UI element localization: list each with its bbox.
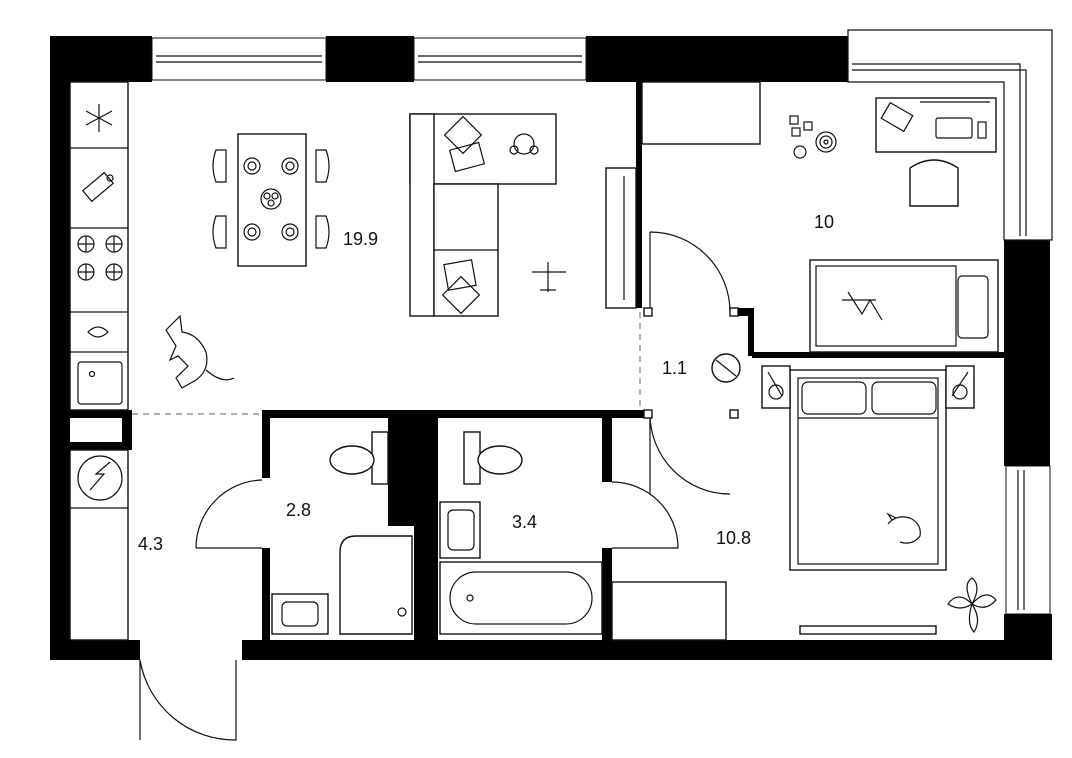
area-label-bathroom: 3.4 xyxy=(512,512,537,532)
bathtub xyxy=(439,561,603,635)
wardrobe-kids xyxy=(641,81,761,145)
wardrobe-bedroom xyxy=(611,581,727,641)
tv-stand xyxy=(605,167,637,309)
kitchen-counter xyxy=(69,81,129,411)
desk xyxy=(875,97,997,153)
window-right xyxy=(1005,465,1051,615)
nightstand-left xyxy=(761,365,791,409)
toilet-wc xyxy=(329,431,389,485)
window-top-left xyxy=(151,37,327,81)
toy-blocks-icon xyxy=(789,115,837,159)
fridge-icon xyxy=(85,104,113,132)
washing-machine-icon xyxy=(69,449,129,641)
area-label-kids-room: 10 xyxy=(814,212,834,232)
wc-sink xyxy=(271,593,329,635)
dresser xyxy=(799,625,937,635)
sofa xyxy=(409,113,557,317)
bath-sink xyxy=(439,501,481,559)
balcony xyxy=(847,29,1053,241)
kids-bed xyxy=(809,259,999,353)
interior-walls xyxy=(70,82,1006,644)
double-bed xyxy=(789,369,947,571)
toilet-bath xyxy=(463,431,523,485)
area-label-hallway: 4.3 xyxy=(138,534,163,554)
ceiling-lamp-icon xyxy=(711,353,741,383)
window-top-center xyxy=(413,37,587,81)
area-label-living-kitchen: 19.9 xyxy=(343,229,378,249)
toy-plane-icon xyxy=(532,262,566,292)
water-drop-icon xyxy=(87,326,109,338)
area-label-bedroom: 10.8 xyxy=(716,528,751,548)
stove-icon xyxy=(77,235,123,281)
sleeping-cat-icon xyxy=(886,512,921,544)
nightstand-right xyxy=(945,365,975,409)
plant-icon xyxy=(947,577,997,633)
dining-table xyxy=(212,133,330,267)
dishwasher-icon xyxy=(81,171,115,203)
desk-chair xyxy=(909,159,959,207)
cat-icon xyxy=(165,314,235,389)
outer-walls xyxy=(50,36,1052,660)
doors xyxy=(139,231,739,741)
area-label-wc: 2.8 xyxy=(286,500,311,520)
shower xyxy=(339,535,413,635)
area-label-corridor: 1.1 xyxy=(662,358,687,378)
kitchen-sink xyxy=(77,361,123,405)
